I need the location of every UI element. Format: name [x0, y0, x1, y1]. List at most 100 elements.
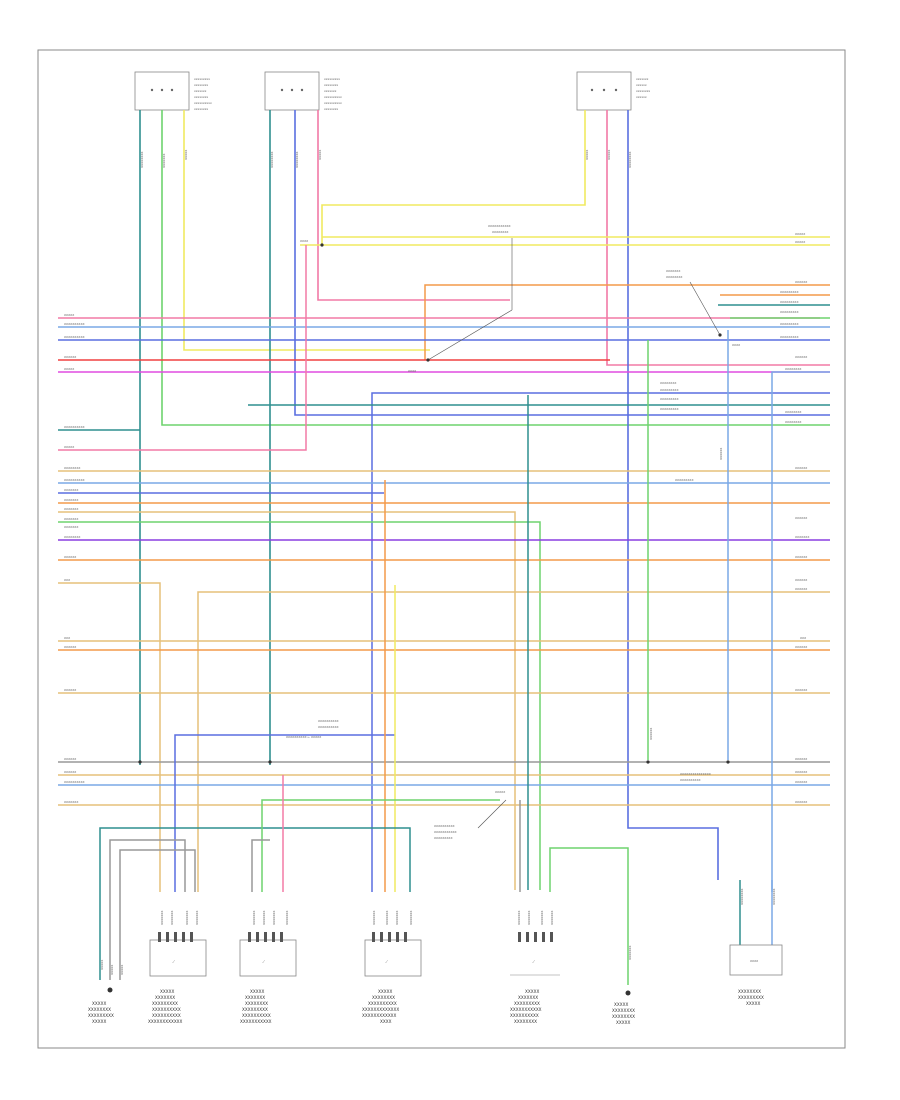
svg-text:XXXXXXXXXX: XXXXXXXXXX — [242, 1013, 271, 1018]
svg-text:XXXXXXX: XXXXXXX — [527, 911, 531, 925]
svg-text:XXXXXXXXXXX: XXXXXXXXXXX — [510, 1007, 542, 1012]
svg-text:_/: _/ — [261, 959, 266, 963]
svg-text:XXXXXXX: XXXXXXX — [518, 995, 538, 1000]
svg-text:XXXXXXXXXX: XXXXXXXXXX — [368, 1001, 397, 1006]
top-wire-labels: XXXXXXXX XXXXXXX XXXXX XXXXXXXX XXXXXXXX… — [140, 150, 632, 168]
svg-text:XXXXXXXXX: XXXXXXXXX — [780, 322, 799, 326]
svg-text:XXXXXXX: XXXXXXX — [372, 911, 376, 925]
svg-text:XXXXXXXXXXXXXXX: XXXXXXXXXXXXXXX — [680, 772, 711, 776]
svg-text:XXXXXXXX: XXXXXXXX — [785, 410, 801, 414]
svg-text:XXXXXX: XXXXXX — [649, 728, 653, 740]
svg-text:XXXXXXXX: XXXXXXXX — [772, 889, 776, 905]
svg-text:XXXXXX: XXXXXX — [795, 770, 807, 774]
svg-text:xxxxxxxxxx: xxxxxxxxxx — [324, 95, 342, 99]
svg-text:XXXXXXXX: XXXXXXXX — [628, 152, 632, 168]
svg-text:XXXXXXXX: XXXXXXXX — [740, 889, 744, 905]
svg-text:XXXXXXX: XXXXXXX — [550, 911, 554, 925]
svg-text:xxxxxxxxx: xxxxxxxxx — [324, 77, 340, 81]
svg-text:XXXXXXXXX: XXXXXXXXX — [780, 290, 799, 294]
bottom-component-b4: XXXXXXX XXXXXXX XXXXXXX XXXXXXX _/ XXXXX… — [362, 911, 422, 1024]
svg-text:xxxxxx: xxxxxx — [636, 83, 647, 87]
svg-text:XXXXXXXX: XXXXXXXX — [514, 1019, 537, 1024]
bottom-feed-wires — [99, 775, 773, 985]
svg-text:XXXXXXXXXXX: XXXXXXXXXXX — [488, 224, 511, 228]
svg-text:XXXXXX: XXXXXX — [795, 516, 807, 520]
svg-text:XXXXXX: XXXXXX — [64, 688, 76, 692]
svg-text:XXXXXXXX: XXXXXXXX — [270, 152, 274, 168]
svg-text:XXXXXXXXXXXX: XXXXXXXXXXXX — [148, 1019, 183, 1024]
svg-text:XXXXXXXX: XXXXXXXX — [492, 230, 508, 234]
svg-text:XXXXXXXXXX: XXXXXXXXXX — [152, 1013, 181, 1018]
svg-text:XXXXXXXX: XXXXXXXX — [88, 1007, 111, 1012]
svg-text:XXXXXXXX: XXXXXXXX — [295, 152, 299, 168]
svg-text:XXXXX: XXXXX — [495, 790, 505, 794]
svg-text:XXXXXXXX: XXXXXXXX — [785, 367, 801, 371]
svg-text:XXXXXXXX: XXXXXXXX — [785, 420, 801, 424]
svg-text:xxxxxxxx: xxxxxxxx — [324, 107, 338, 111]
svg-text:XXXXXXX: XXXXXXX — [185, 911, 189, 925]
svg-text:XXXXXXX: XXXXXXX — [517, 911, 521, 925]
svg-text:XXXXXXXX: XXXXXXXX — [140, 152, 144, 168]
bottom-component-b1: XXXXX XXXXX XXXXX XXXXX XXXXXXXX XXXXXXX… — [88, 960, 124, 1024]
bottom-component-b3: XXXXXXX XXXXXXX XXXXXXX XXXXXXX _/ XXXXX… — [239, 911, 297, 1024]
svg-text:XXXXX: XXXXX — [585, 150, 589, 160]
svg-text:XXXXXXXXXX: XXXXXXXXXX — [64, 780, 85, 784]
svg-text:XXXXXXXX: XXXXXXXX — [372, 995, 395, 1000]
svg-text:XXXXXX: XXXXXX — [64, 770, 76, 774]
svg-text:_/: _/ — [384, 959, 389, 963]
svg-text:XXXXX: XXXXX — [795, 232, 805, 236]
svg-text:XXXXXXXXX: XXXXXXXXX — [738, 995, 764, 1000]
svg-text:XXXXXXXXXX: XXXXXXXXXX — [318, 719, 339, 723]
diagram-frame — [37, 49, 846, 1049]
bottom-component-b7: XXXXXXXX XXXXXXXX XXXX XXXXXXXX XXXXXXXX… — [729, 889, 783, 1006]
svg-text:_/: _/ — [171, 959, 176, 963]
svg-text:XXXXXXXXX: XXXXXXXXX — [152, 1001, 178, 1006]
svg-text:XXXXXXXXX: XXXXXXXXX — [660, 397, 679, 401]
svg-text:XXXXX: XXXXX — [64, 445, 74, 449]
svg-text:XXXXXXXX: XXXXXXXX — [245, 1001, 268, 1006]
svg-text:xxxxxxxx: xxxxxxxx — [194, 95, 208, 99]
svg-text:XXXXXX: XXXXXX — [795, 688, 807, 692]
svg-text:XXXXX: XXXXX — [795, 240, 805, 244]
svg-text:XXXXXXX: XXXXXXX — [252, 911, 256, 925]
svg-text:XXXXXXX: XXXXXXX — [64, 488, 78, 492]
svg-text:XXXXXXXXX: XXXXXXXXX — [242, 1007, 268, 1012]
svg-text:XXXXXXX: XXXXXXX — [245, 995, 265, 1000]
svg-text:XXXXX: XXXXX — [92, 1001, 106, 1006]
svg-text:XXXXXXXX: XXXXXXXX — [666, 275, 682, 279]
svg-text:XXXX: XXXX — [750, 959, 758, 963]
svg-text:XXXXXXXXX: XXXXXXXXX — [660, 388, 679, 392]
svg-text:XXXXXXX: XXXXXXX — [262, 911, 266, 925]
svg-text:XXXXX: XXXXX — [100, 960, 104, 970]
svg-text:XXXXXXXXX: XXXXXXXXX — [660, 407, 679, 411]
svg-text:XXXXXXX: XXXXXXX — [666, 269, 680, 273]
svg-text:XXXXXXXXX: XXXXXXXXX — [780, 335, 799, 339]
svg-text:XXXX: XXXX — [300, 239, 308, 243]
svg-text:XXXXXXXXXX: XXXXXXXXXX — [510, 1013, 539, 1018]
svg-text:XXXXXXXX: XXXXXXXX — [612, 1008, 635, 1013]
vertical-wires — [139, 110, 830, 880]
svg-text:_/: _/ — [531, 959, 536, 963]
svg-text:XXXX: XXXX — [732, 343, 740, 347]
svg-text:XXXXXX: XXXXXX — [795, 757, 807, 761]
svg-text:XXXXX: XXXXX — [746, 1001, 760, 1006]
svg-text:XXXXXXXXX: XXXXXXXXX — [88, 1013, 114, 1018]
svg-text:XXXXXXX: XXXXXXX — [162, 154, 166, 168]
svg-text:XXXXXXX: XXXXXXX — [155, 995, 175, 1000]
svg-text:XXX: XXX — [800, 636, 806, 640]
horizontal-wires — [58, 236, 830, 892]
svg-text:XXXXXX: XXXXXX — [795, 645, 807, 649]
svg-text:XXXXXXXXX: XXXXXXXXX — [675, 478, 694, 482]
svg-text:XXXXXXX: XXXXXXX — [64, 517, 78, 521]
svg-text:XXXXXX: XXXXXX — [64, 555, 76, 559]
svg-text:XXXXXX: XXXXXX — [64, 645, 76, 649]
svg-text:XXXXXXXXXX: XXXXXXXXXX — [64, 478, 85, 482]
svg-text:XXXXX: XXXXX — [378, 989, 392, 994]
svg-text:XXXXXXX: XXXXXXX — [195, 911, 199, 925]
svg-text:XXXXXXXXX: XXXXXXXXX — [514, 1001, 540, 1006]
svg-text:xxxxxxxxxx: xxxxxxxxxx — [324, 101, 342, 105]
svg-text:XXXXXXX: XXXXXXX — [795, 535, 809, 539]
svg-text:XXXXXXX: XXXXXXX — [385, 911, 389, 925]
